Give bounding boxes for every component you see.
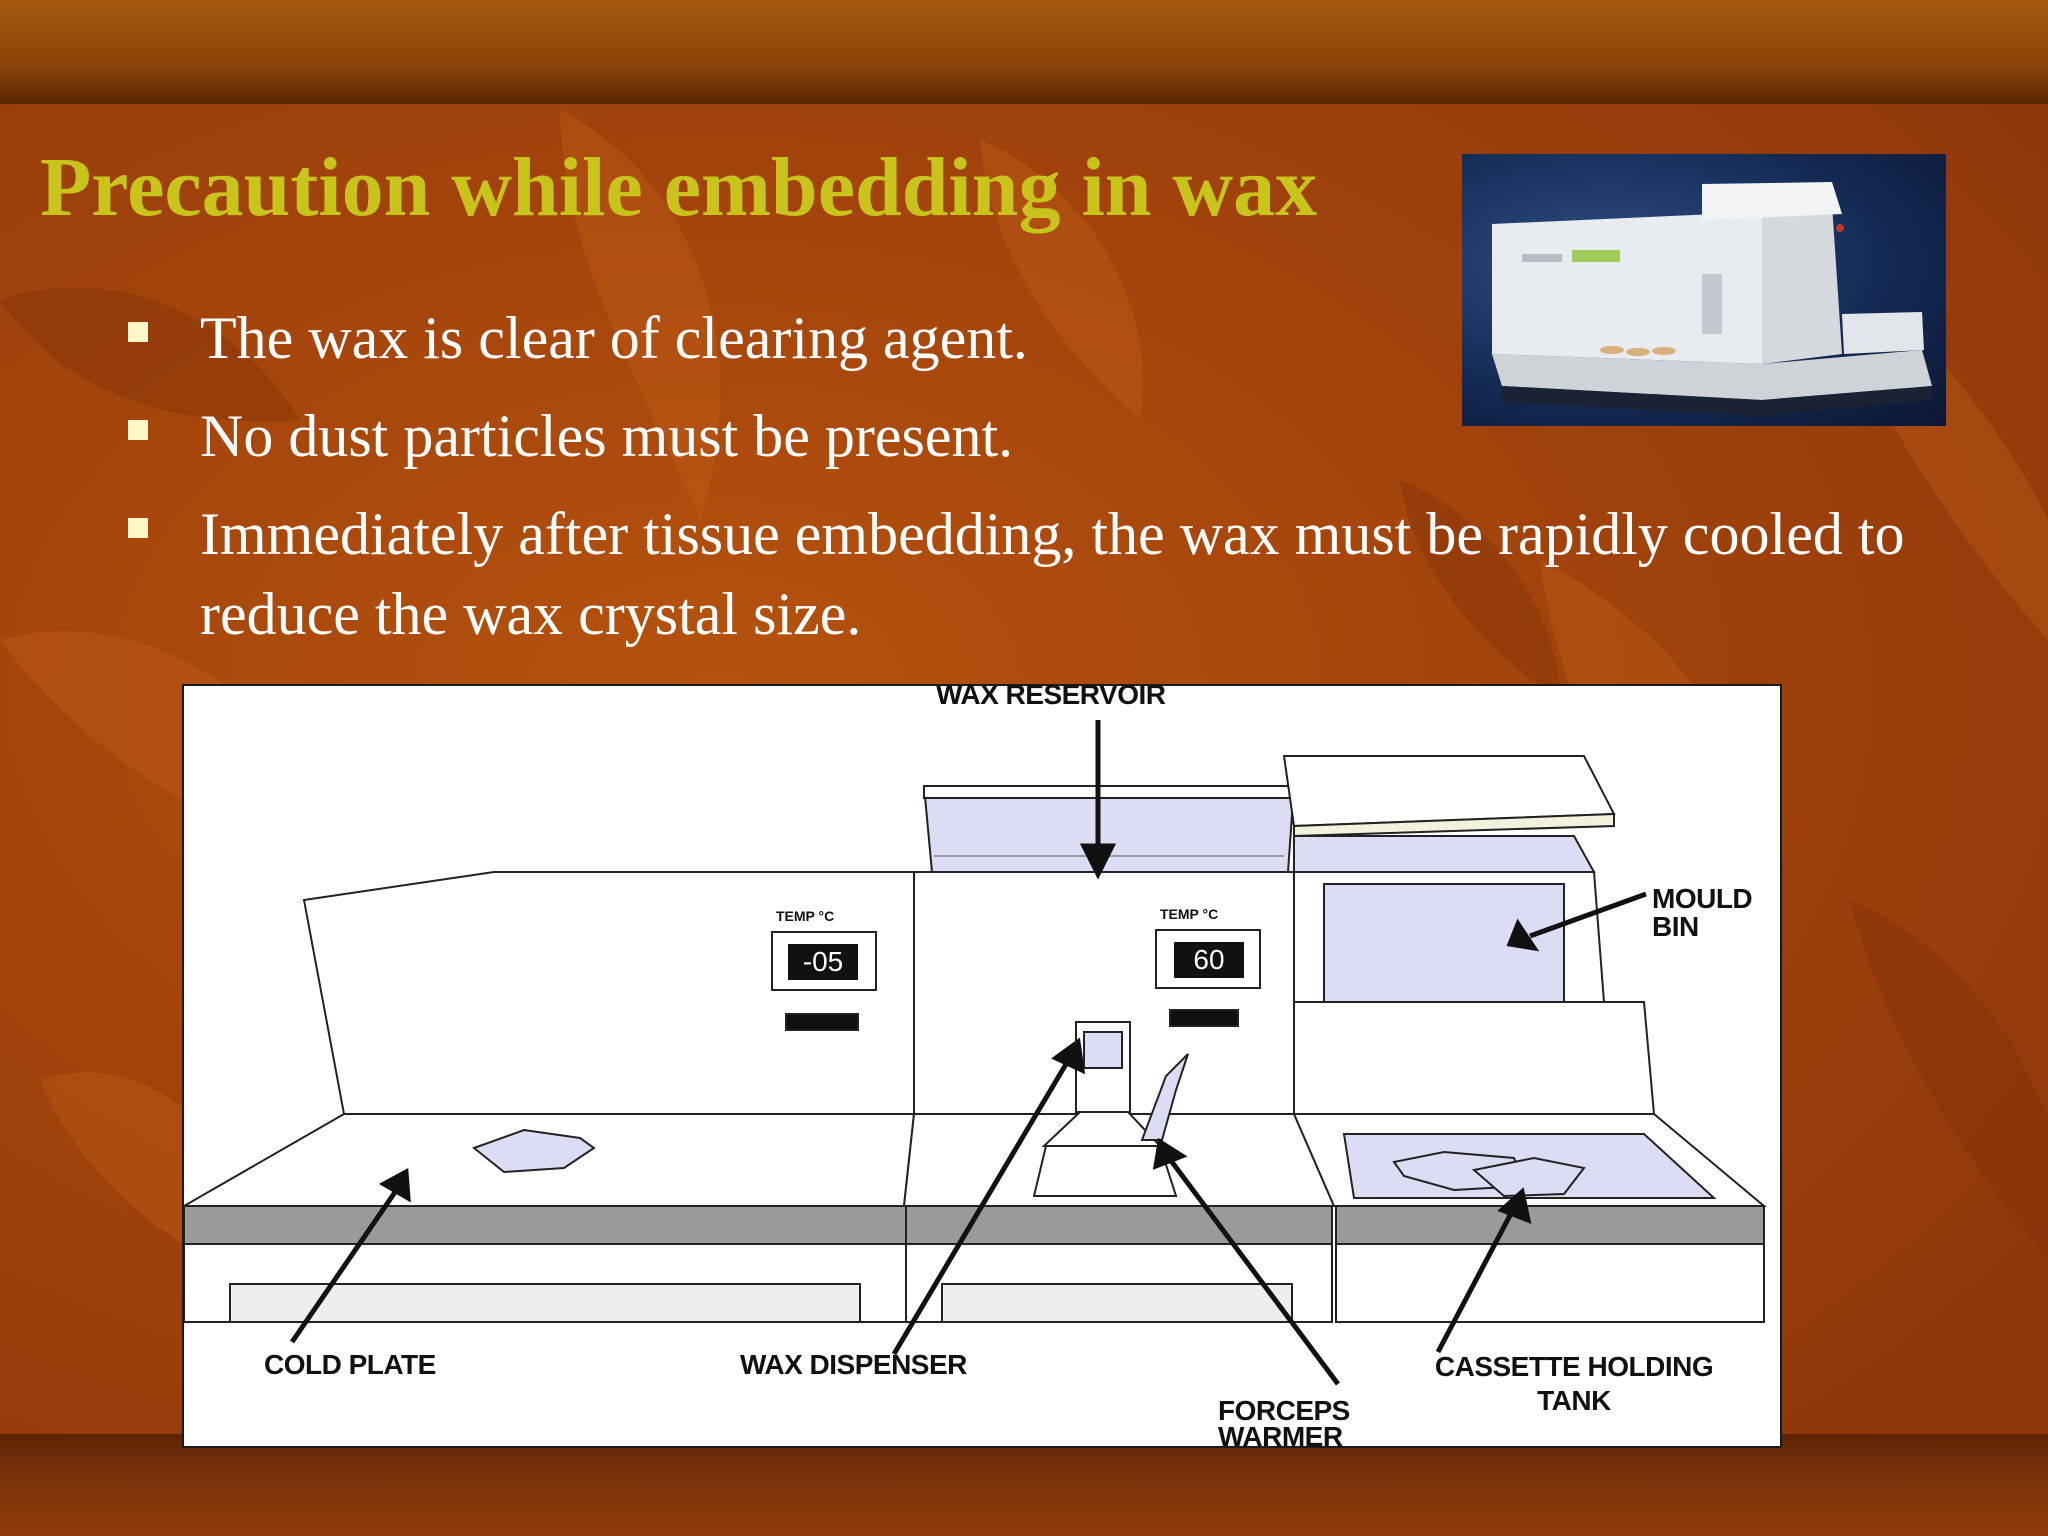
bullet-item: The wax is clear of clearing agent. bbox=[120, 298, 1920, 378]
diagram-drawing bbox=[184, 720, 1767, 1386]
bullet-list: The wax is clear of clearing agent. No d… bbox=[120, 298, 1920, 672]
bullet-item: No dust particles must be present. bbox=[120, 396, 1920, 476]
label-wax-dispenser: WAX DISPENSER bbox=[740, 1349, 967, 1380]
temp-caption: TEMP °C bbox=[1160, 906, 1219, 922]
label-cassette-tank-line2: TANK bbox=[1537, 1385, 1611, 1416]
label-cold-plate: COLD PLATE bbox=[264, 1349, 436, 1380]
bullet-item: Immediately after tissue embedding, the … bbox=[120, 494, 1920, 654]
bottom-band bbox=[0, 1434, 2048, 1536]
bullet-text: Immediately after tissue embedding, the … bbox=[200, 501, 1905, 647]
embedding-station-photo bbox=[1462, 154, 1946, 426]
embedding-station-illustration bbox=[1492, 182, 1932, 416]
label-mould-bin-line1: MOULD bbox=[1652, 883, 1753, 914]
label-cassette-tank-line1: CASSETTE HOLDING bbox=[1434, 1351, 1714, 1382]
square-bullet-icon bbox=[128, 322, 148, 342]
label-forceps-warmer-line1: FORCEPS bbox=[1218, 1395, 1350, 1426]
label-forceps-warmer-line2: WARMER bbox=[1218, 1421, 1343, 1448]
bullet-text: No dust particles must be present. bbox=[200, 403, 1014, 469]
embedding-station-diagram: TEMP °C -05 TEMP °C 60 WAX RESERVOIR MOU… bbox=[182, 684, 1782, 1448]
label-mould-bin-line2: BIN bbox=[1652, 911, 1699, 942]
top-band bbox=[0, 0, 2048, 104]
label-wax-reservoir: WAX RESERVOIR bbox=[936, 684, 1166, 710]
slide-title: Precaution while embedding in wax bbox=[40, 141, 1318, 234]
square-bullet-icon bbox=[128, 518, 148, 538]
temp-caption: TEMP °C bbox=[776, 908, 835, 924]
temp-readout: 60 bbox=[1174, 942, 1244, 978]
temp-readout: -05 bbox=[788, 944, 858, 980]
square-bullet-icon bbox=[128, 420, 148, 440]
bullet-text: The wax is clear of clearing agent. bbox=[200, 305, 1028, 371]
